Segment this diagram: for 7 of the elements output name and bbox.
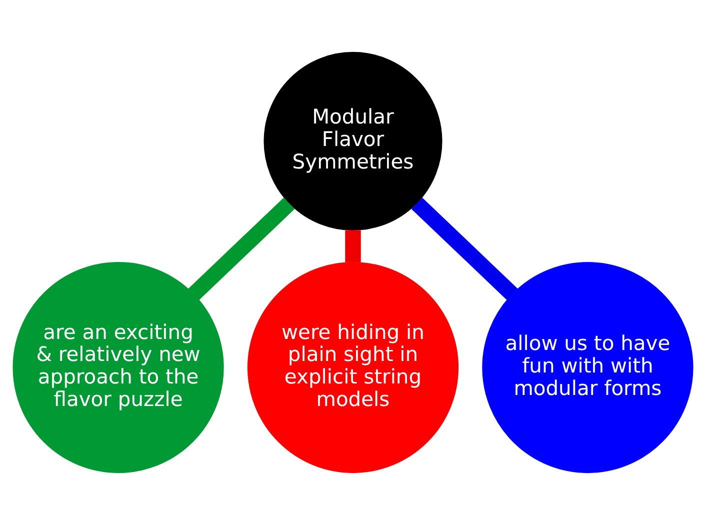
- node-circle: allow us to have fun with with modular forms: [482, 262, 694, 474]
- connector: [188, 198, 295, 300]
- node-circle: are an exciting & relatively new approach to the flavor puzzle: [12, 262, 224, 474]
- connector: [411, 198, 518, 300]
- node-circle: were hiding in plain sight in explicit string models: [247, 262, 459, 474]
- node-circle: Modular Flavor Symmetries: [264, 52, 442, 230]
- connector: [345, 230, 361, 262]
